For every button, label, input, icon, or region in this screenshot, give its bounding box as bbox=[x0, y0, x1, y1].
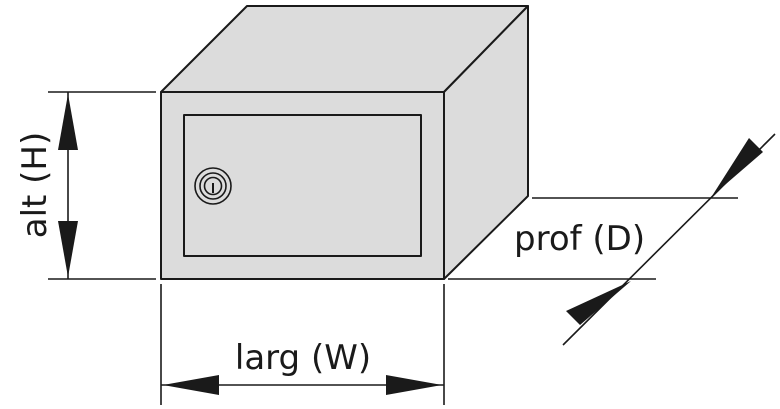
depth-label: prof (D) bbox=[514, 219, 645, 259]
height-label: alt (H) bbox=[15, 132, 55, 239]
safe-box bbox=[160, 5, 529, 280]
height-arrow-bottom bbox=[58, 221, 78, 277]
width-label: larg (W) bbox=[235, 338, 371, 378]
depth-arrow-front bbox=[566, 281, 631, 325]
keyhole-lock-icon bbox=[194, 167, 232, 205]
height-dimension: alt (H) bbox=[15, 91, 156, 280]
height-arrow-top bbox=[58, 94, 78, 150]
safe-door bbox=[183, 114, 422, 257]
width-arrow-right bbox=[386, 375, 442, 395]
width-arrow-left bbox=[163, 375, 219, 395]
depth-arrow-back bbox=[712, 138, 763, 196]
width-dimension: larg (W) bbox=[160, 284, 445, 405]
depth-dimension: prof (D) bbox=[448, 133, 776, 346]
